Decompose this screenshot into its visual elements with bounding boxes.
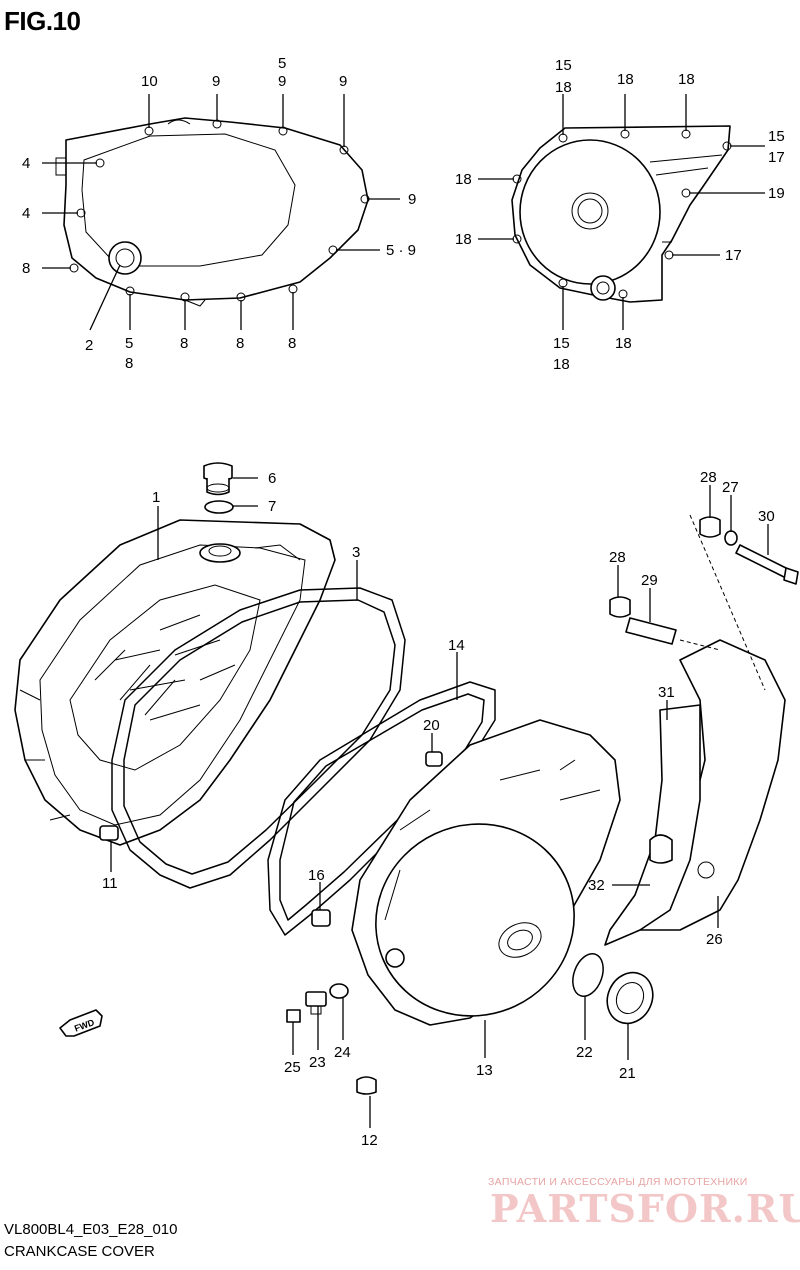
- callout-29: 29: [641, 572, 658, 589]
- callout-3: 3: [352, 544, 360, 561]
- callout-18: 18: [678, 71, 695, 88]
- callout-28: 28: [609, 549, 626, 566]
- callout-18: 18: [455, 231, 472, 248]
- callout-18: 18: [615, 335, 632, 352]
- callout-8: 8: [22, 260, 30, 277]
- callout-15: 15: [768, 128, 785, 145]
- callout-17: 17: [768, 149, 785, 166]
- main-leader-lines: [110, 477, 769, 1128]
- watermark-tagline: ЗАПЧАСТИ И АКСЕССУАРЫ ДЛЯ МОТОТЕХНИКИ: [488, 1176, 748, 1188]
- dowel-pin-part-16: [311, 909, 331, 927]
- callout-9: 9: [212, 73, 220, 90]
- callout-21: 21: [619, 1065, 636, 1082]
- callout-15: 15: [553, 335, 570, 352]
- callout-18: 18: [553, 356, 570, 373]
- callout-24: 24: [334, 1044, 351, 1061]
- callout-4: 4: [22, 155, 30, 172]
- callout-14: 14: [448, 637, 465, 654]
- callout-18: 18: [455, 171, 472, 188]
- gasket-part-3: [111, 587, 406, 889]
- o-ring-part-7: [204, 500, 234, 514]
- callout-5: 5: [278, 55, 286, 72]
- timing-cap-part-21: [606, 971, 654, 1025]
- callout-11: 11: [102, 875, 118, 892]
- callout-28: 28: [700, 469, 717, 486]
- dowel-pin-part-20: [425, 751, 443, 767]
- callout-19: 19: [768, 185, 785, 202]
- magneto-cover-part-13: [351, 719, 621, 1026]
- callout-9: 9: [278, 73, 286, 90]
- washer-part-24: [329, 983, 349, 999]
- diagram-code: VL800BL4_E03_E28_010: [4, 1221, 178, 1238]
- dowel-pin-part-11: [99, 825, 119, 841]
- o-ring-part-22: [572, 953, 604, 997]
- callout-18: 18: [555, 79, 572, 96]
- callout-26: 26: [706, 931, 723, 948]
- callout-25: 25: [284, 1059, 301, 1076]
- plug-part-25: [286, 1009, 301, 1023]
- diagram-caption: CRANKCASE COVER: [4, 1243, 155, 1260]
- callout-23: 23: [309, 1054, 326, 1071]
- plate-part-31: [604, 704, 701, 946]
- callout-31: 31: [658, 684, 675, 701]
- bolt-part-23: [305, 991, 327, 1015]
- callout-10: 10: [141, 73, 158, 90]
- crankcase-cover-part-1: [14, 519, 336, 846]
- callout-9: 9: [408, 191, 416, 208]
- callout-32: 32: [588, 877, 605, 894]
- callout-5-9: 5 · 9: [386, 242, 416, 259]
- callout-8: 8: [236, 335, 244, 352]
- callout-16: 16: [308, 867, 325, 884]
- callout-8: 8: [125, 355, 133, 372]
- fwd-arrow-icon: FWD: [59, 1009, 103, 1037]
- washer-part-27: [724, 530, 738, 546]
- callout-15: 15: [555, 57, 572, 74]
- callout-17: 17: [725, 247, 742, 264]
- callout-12: 12: [361, 1132, 378, 1149]
- collar-part-29: [625, 617, 677, 645]
- callout-20: 20: [423, 717, 440, 734]
- callout-13: 13: [476, 1062, 493, 1079]
- grommet-part-32: [649, 834, 673, 864]
- callout-6: 6: [268, 470, 276, 487]
- callout-18: 18: [617, 71, 634, 88]
- grommet-part-28-lower: [609, 596, 631, 618]
- plug-part-12: [356, 1076, 377, 1095]
- left-cover-bolt-pattern: 10 9 5 9 9 4 4 9 5 · 9 8 2 5 8 8 8 8: [22, 55, 416, 372]
- callout-27: 27: [722, 479, 739, 496]
- right-cover-bolt-pattern: 15 18 18 18 15 17 18 19 18 17 15 18 18: [455, 57, 785, 373]
- callout-2: 2: [85, 337, 93, 354]
- watermark-brand: PARTSFOR.RU: [490, 1186, 800, 1231]
- callout-9: 9: [339, 73, 347, 90]
- callout-8: 8: [288, 335, 296, 352]
- bolt-part-30: [735, 544, 799, 585]
- callout-5: 5: [125, 335, 133, 352]
- oil-filler-cap-part-6: [203, 462, 233, 496]
- figure-title: FIG.10: [4, 6, 81, 36]
- callout-7: 7: [268, 498, 276, 515]
- callout-30: 30: [758, 508, 775, 525]
- callout-8: 8: [180, 335, 188, 352]
- callout-22: 22: [576, 1044, 593, 1061]
- callout-4: 4: [22, 205, 30, 222]
- grommet-part-28: [699, 516, 721, 538]
- main-callouts: 6 7 1 3 28 27 30 28 29 14 31 20 11 16 32…: [102, 469, 775, 1149]
- assembly-guide-lines: [679, 514, 766, 691]
- cover-part-26-hole: [697, 861, 715, 879]
- callout-1: 1: [152, 489, 160, 506]
